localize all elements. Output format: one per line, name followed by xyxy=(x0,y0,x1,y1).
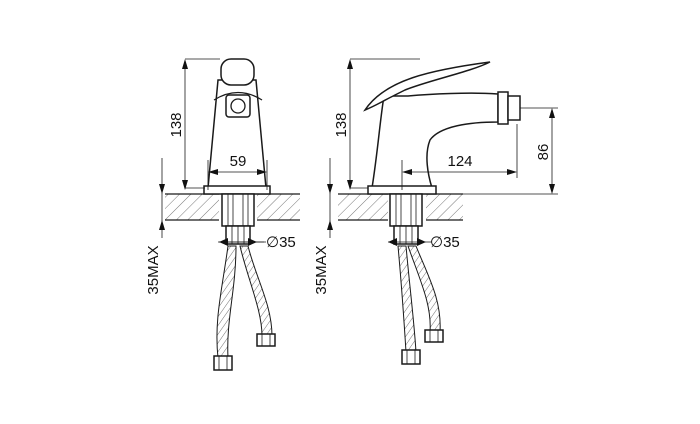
side-reach-dimension: 124 xyxy=(401,124,518,190)
front-view: 138 59 ∅35 35MAX xyxy=(145,58,300,371)
side-max-dimension: 35MAX xyxy=(313,158,333,295)
side-max-label: 35MAX xyxy=(313,245,330,294)
side-outlet-height-label: 86 xyxy=(535,144,552,161)
front-hoses xyxy=(213,245,276,371)
front-height-dimension: 138 xyxy=(168,58,220,190)
side-hole-label: ∅35 xyxy=(430,234,460,251)
side-hoses xyxy=(397,245,444,365)
front-width-dimension: 59 xyxy=(207,153,268,190)
side-hole-dimension: ∅35 xyxy=(388,234,460,251)
front-width-label: 59 xyxy=(230,153,247,170)
side-faucet-body xyxy=(363,61,521,195)
side-shank xyxy=(389,193,423,245)
side-outlet-height-dimension: 86 xyxy=(463,107,558,195)
front-max-label: 35MAX xyxy=(145,245,162,294)
front-height-label: 138 xyxy=(168,112,185,137)
front-faucet-body xyxy=(203,58,271,195)
side-view: 138 124 86 ∅35 xyxy=(313,58,558,365)
side-height-dimension: 138 xyxy=(333,58,420,190)
front-max-dimension: 35MAX xyxy=(145,158,165,295)
side-reach-label: 124 xyxy=(447,153,472,170)
front-hole-dimension: ∅35 xyxy=(219,234,296,251)
front-shank xyxy=(218,193,264,245)
front-hole-label: ∅35 xyxy=(266,234,296,251)
side-height-label: 138 xyxy=(333,112,350,137)
